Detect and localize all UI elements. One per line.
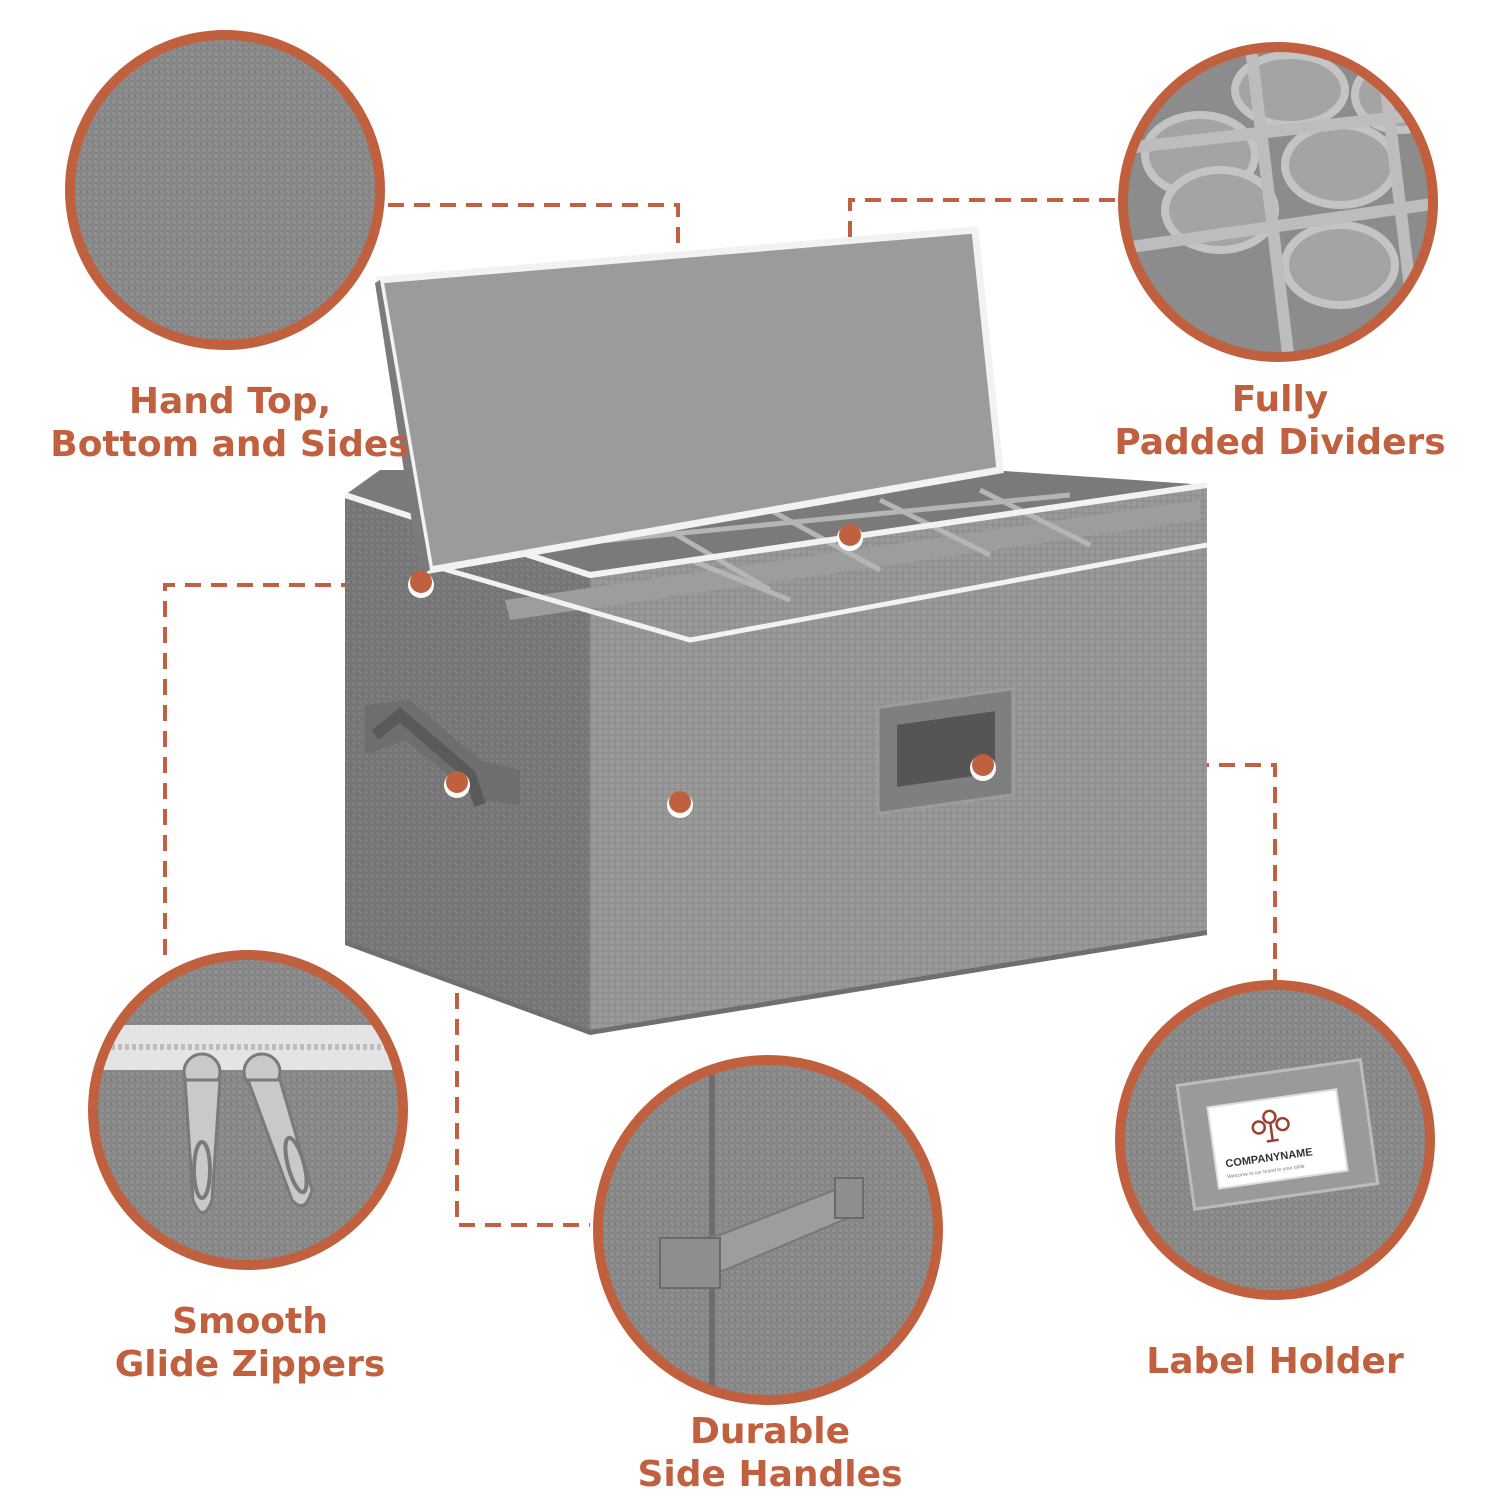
feature-label-zippers: Smooth Glide Zippers [95,1300,405,1386]
feature-label-line: Fully [1231,379,1329,420]
box-lid [380,230,1000,570]
connector-label-holder [985,763,1277,985]
callout-markers [408,524,996,818]
feature-label-label-holder: Label Holder [1130,1340,1420,1383]
feature-label-handles: Durable Side Handles [610,1410,930,1496]
connector-zipper [163,583,418,955]
marker-label-holder [970,754,996,781]
storage-box [344,226,1208,1035]
feature-label-hand-top: Hand Top, Bottom and Sides [50,380,410,466]
company-logo-icon [1251,1109,1290,1143]
detail-dividers-circle [1118,42,1438,362]
connector-dividers [848,198,1115,530]
detail-fabric-circle [65,30,385,350]
feature-label-line: Side Handles [637,1454,903,1495]
marker-handles [444,771,470,798]
feature-label-line: Hand Top, [128,381,332,422]
marker-dividers [837,524,863,551]
feature-label-line: Label Holder [1146,1341,1404,1382]
detail-zipper-circle [88,950,408,1270]
feature-label-line: Padded Dividers [1114,422,1446,463]
detail-label-circle: COMPANYNAME Welcome to our brand to your… [1115,980,1435,1300]
feature-label-line: Durable [689,1411,851,1452]
marker-hand-top [667,791,693,818]
feature-label-line: Smooth [172,1301,328,1342]
marker-zipper [408,571,434,598]
divider-grid [505,487,1200,620]
detail-handle-circle [593,1055,943,1405]
connector-handles [455,785,590,1227]
feature-label-line: Bottom and Sides [50,424,410,465]
feature-label-dividers: Fully Padded Dividers [1110,378,1450,464]
feature-label-line: Glide Zippers [114,1344,386,1385]
